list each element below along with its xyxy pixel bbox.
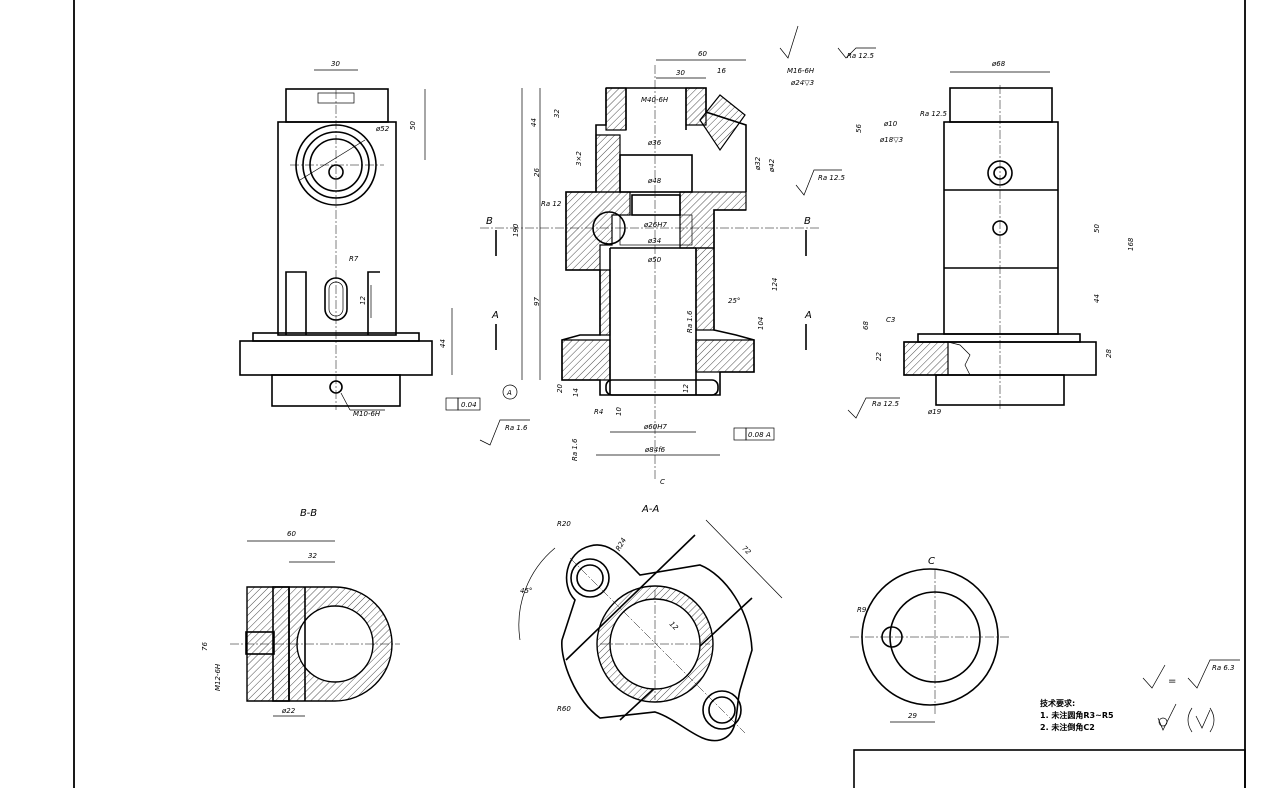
datum-a: A	[506, 389, 512, 397]
dim-d32: ø32	[754, 156, 762, 171]
label-aa: A-A	[641, 504, 659, 515]
dim-h44-r: 44	[1093, 294, 1101, 303]
dim-aa-r24: R24	[614, 537, 628, 553]
section-bb: B-B 60 32 76 M12-6H ø22	[201, 508, 400, 717]
dim-d68: ø68	[991, 60, 1006, 68]
svg-text:=: =	[1168, 676, 1176, 687]
dim-d26: ø26H7	[643, 221, 667, 229]
dim-h44: 44	[530, 118, 538, 127]
ra-mid: Ra 12.5	[818, 174, 846, 182]
dim-aa-72: 72	[740, 544, 752, 556]
dim-h32: 32	[553, 109, 561, 118]
dim-w30: 30	[676, 69, 685, 77]
dim-d84: ø84f6	[644, 446, 666, 454]
dim-h124: 124	[771, 278, 779, 291]
right-side-view: ø68 Ra 12.5 ø10 ø18▽3 56 50 168 44 C3 68…	[847, 60, 1135, 419]
dim-h168: 168	[1127, 237, 1135, 251]
ra16a: Ra 1.6	[686, 310, 694, 333]
dim-d34: ø34	[647, 237, 661, 245]
technical-notes: 技术要求: 1. 未注圆角R3~R5 2. 未注倒角C2 = Ra 6.3	[1040, 659, 1240, 733]
label-bb: B-B	[300, 508, 317, 519]
dim-c-r9: R9	[857, 606, 867, 614]
left-side-view: 30 ø52 50 R7 12 44 M10-6H	[239, 60, 453, 418]
dim-d42: ø42	[768, 158, 776, 173]
dim-h190: 190	[512, 223, 520, 237]
dim-h104: 104	[757, 317, 765, 330]
dim-d18: ø18▽3	[879, 136, 903, 144]
dim-d50: ø50	[647, 256, 662, 264]
ra-right: Ra 12.5	[920, 110, 948, 118]
dim-aa-45: 45°	[520, 587, 532, 595]
ra-right-bot: Ra 12.5	[872, 400, 900, 408]
label-b-left: B	[486, 216, 493, 227]
default-roughness: Ra 6.3	[1212, 664, 1235, 672]
dim-w60: 60	[698, 50, 707, 58]
dim-d60: ø60H7	[643, 423, 667, 431]
dim-h28: 28	[1105, 349, 1113, 358]
dim-d10: ø10	[883, 120, 898, 128]
dim-h44: 44	[439, 339, 447, 348]
notes-line2: 2. 未注倒角C2	[1040, 722, 1095, 732]
dim-bb-w32: 32	[308, 552, 317, 560]
label-b-right: B	[804, 216, 811, 227]
ra16b: Ra 1.6	[505, 424, 528, 432]
dim-h22: 22	[875, 352, 883, 361]
dim-h56: 56	[855, 124, 863, 133]
dim-aa-r60: R60	[557, 705, 571, 713]
label-c-view: C	[928, 556, 935, 567]
dim-ang25: 25°	[728, 297, 740, 305]
title-block	[853, 749, 1246, 788]
dim-h3x2: 3×2	[575, 151, 583, 166]
dim-h50: 50	[1093, 224, 1101, 233]
section-aa: A-A R20 R24 45° 72 12 R60	[518, 504, 783, 742]
dim-h20: 20	[556, 384, 564, 393]
dim-d19: ø19	[927, 408, 942, 416]
tol-perp: 0.08	[748, 431, 764, 439]
dim-c3: C3	[886, 316, 895, 324]
tol-flatness: 0.04	[461, 401, 477, 409]
ra16c: Ra 1.6	[571, 438, 579, 461]
tol-perp-ref: A	[765, 431, 771, 439]
dim-d36: ø36	[647, 139, 662, 147]
dim-r4: R4	[594, 408, 603, 416]
dim-h50: 50	[409, 121, 417, 130]
dim-d52: ø52	[375, 125, 390, 133]
label-a-left: A	[491, 310, 499, 321]
dim-m40: M40-6H	[641, 96, 669, 104]
dim-h97: 97	[533, 297, 541, 306]
dim-bb-d22: ø22	[281, 707, 296, 715]
ra-top: Ra 12.5	[847, 52, 875, 60]
view-c: C R9 29	[850, 556, 1010, 723]
dim-h68: 68	[862, 321, 870, 330]
dim-bb-h76: 76	[201, 642, 209, 651]
dim-w30: 30	[331, 60, 340, 68]
dim-h14: 14	[572, 388, 580, 397]
front-section-view: 60 30 16 M16-6H ø24▽3 Ra 12.5 M40-6H ø36…	[445, 25, 876, 486]
dim-h12: 12	[359, 296, 367, 305]
ra-flag: Ra 12	[541, 200, 562, 208]
notes-line1: 1. 未注圆角R3~R5	[1040, 710, 1114, 720]
dim-w16: 16	[717, 67, 726, 75]
dim-r7: R7	[349, 255, 359, 263]
dim-bb-m12: M12-6H	[214, 663, 222, 691]
dim-aa-r20: R20	[557, 520, 571, 528]
dim-c-29: 29	[908, 712, 917, 720]
label-a-right: A	[804, 310, 812, 321]
notes-heading: 技术要求:	[1040, 698, 1075, 708]
dim-bb-w60: 60	[287, 530, 296, 538]
dim-m16: M16-6H	[787, 67, 815, 75]
label-c-arrow: C	[660, 478, 665, 486]
dim-depth24: ø24▽3	[790, 79, 814, 87]
dim-d48: ø48	[647, 177, 662, 185]
dim-h26: 26	[533, 168, 541, 177]
dim-m10: M10-6H	[353, 410, 381, 418]
dim-h12: 12	[682, 384, 690, 393]
dim-h10: 10	[615, 407, 623, 416]
